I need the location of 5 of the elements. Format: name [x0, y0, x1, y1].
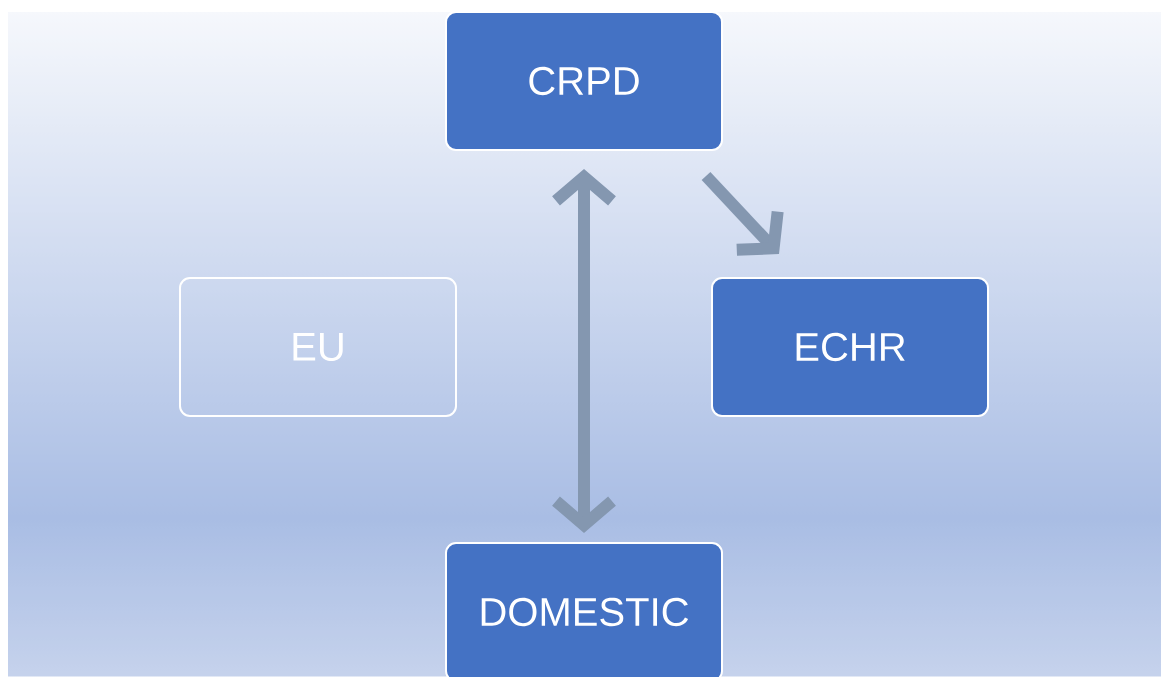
arrow: [552, 169, 616, 533]
box: EU: [179, 277, 457, 417]
box: ECHR: [711, 277, 989, 417]
box: DOMESTIC: [445, 542, 723, 677]
box: CRPD: [445, 11, 723, 151]
